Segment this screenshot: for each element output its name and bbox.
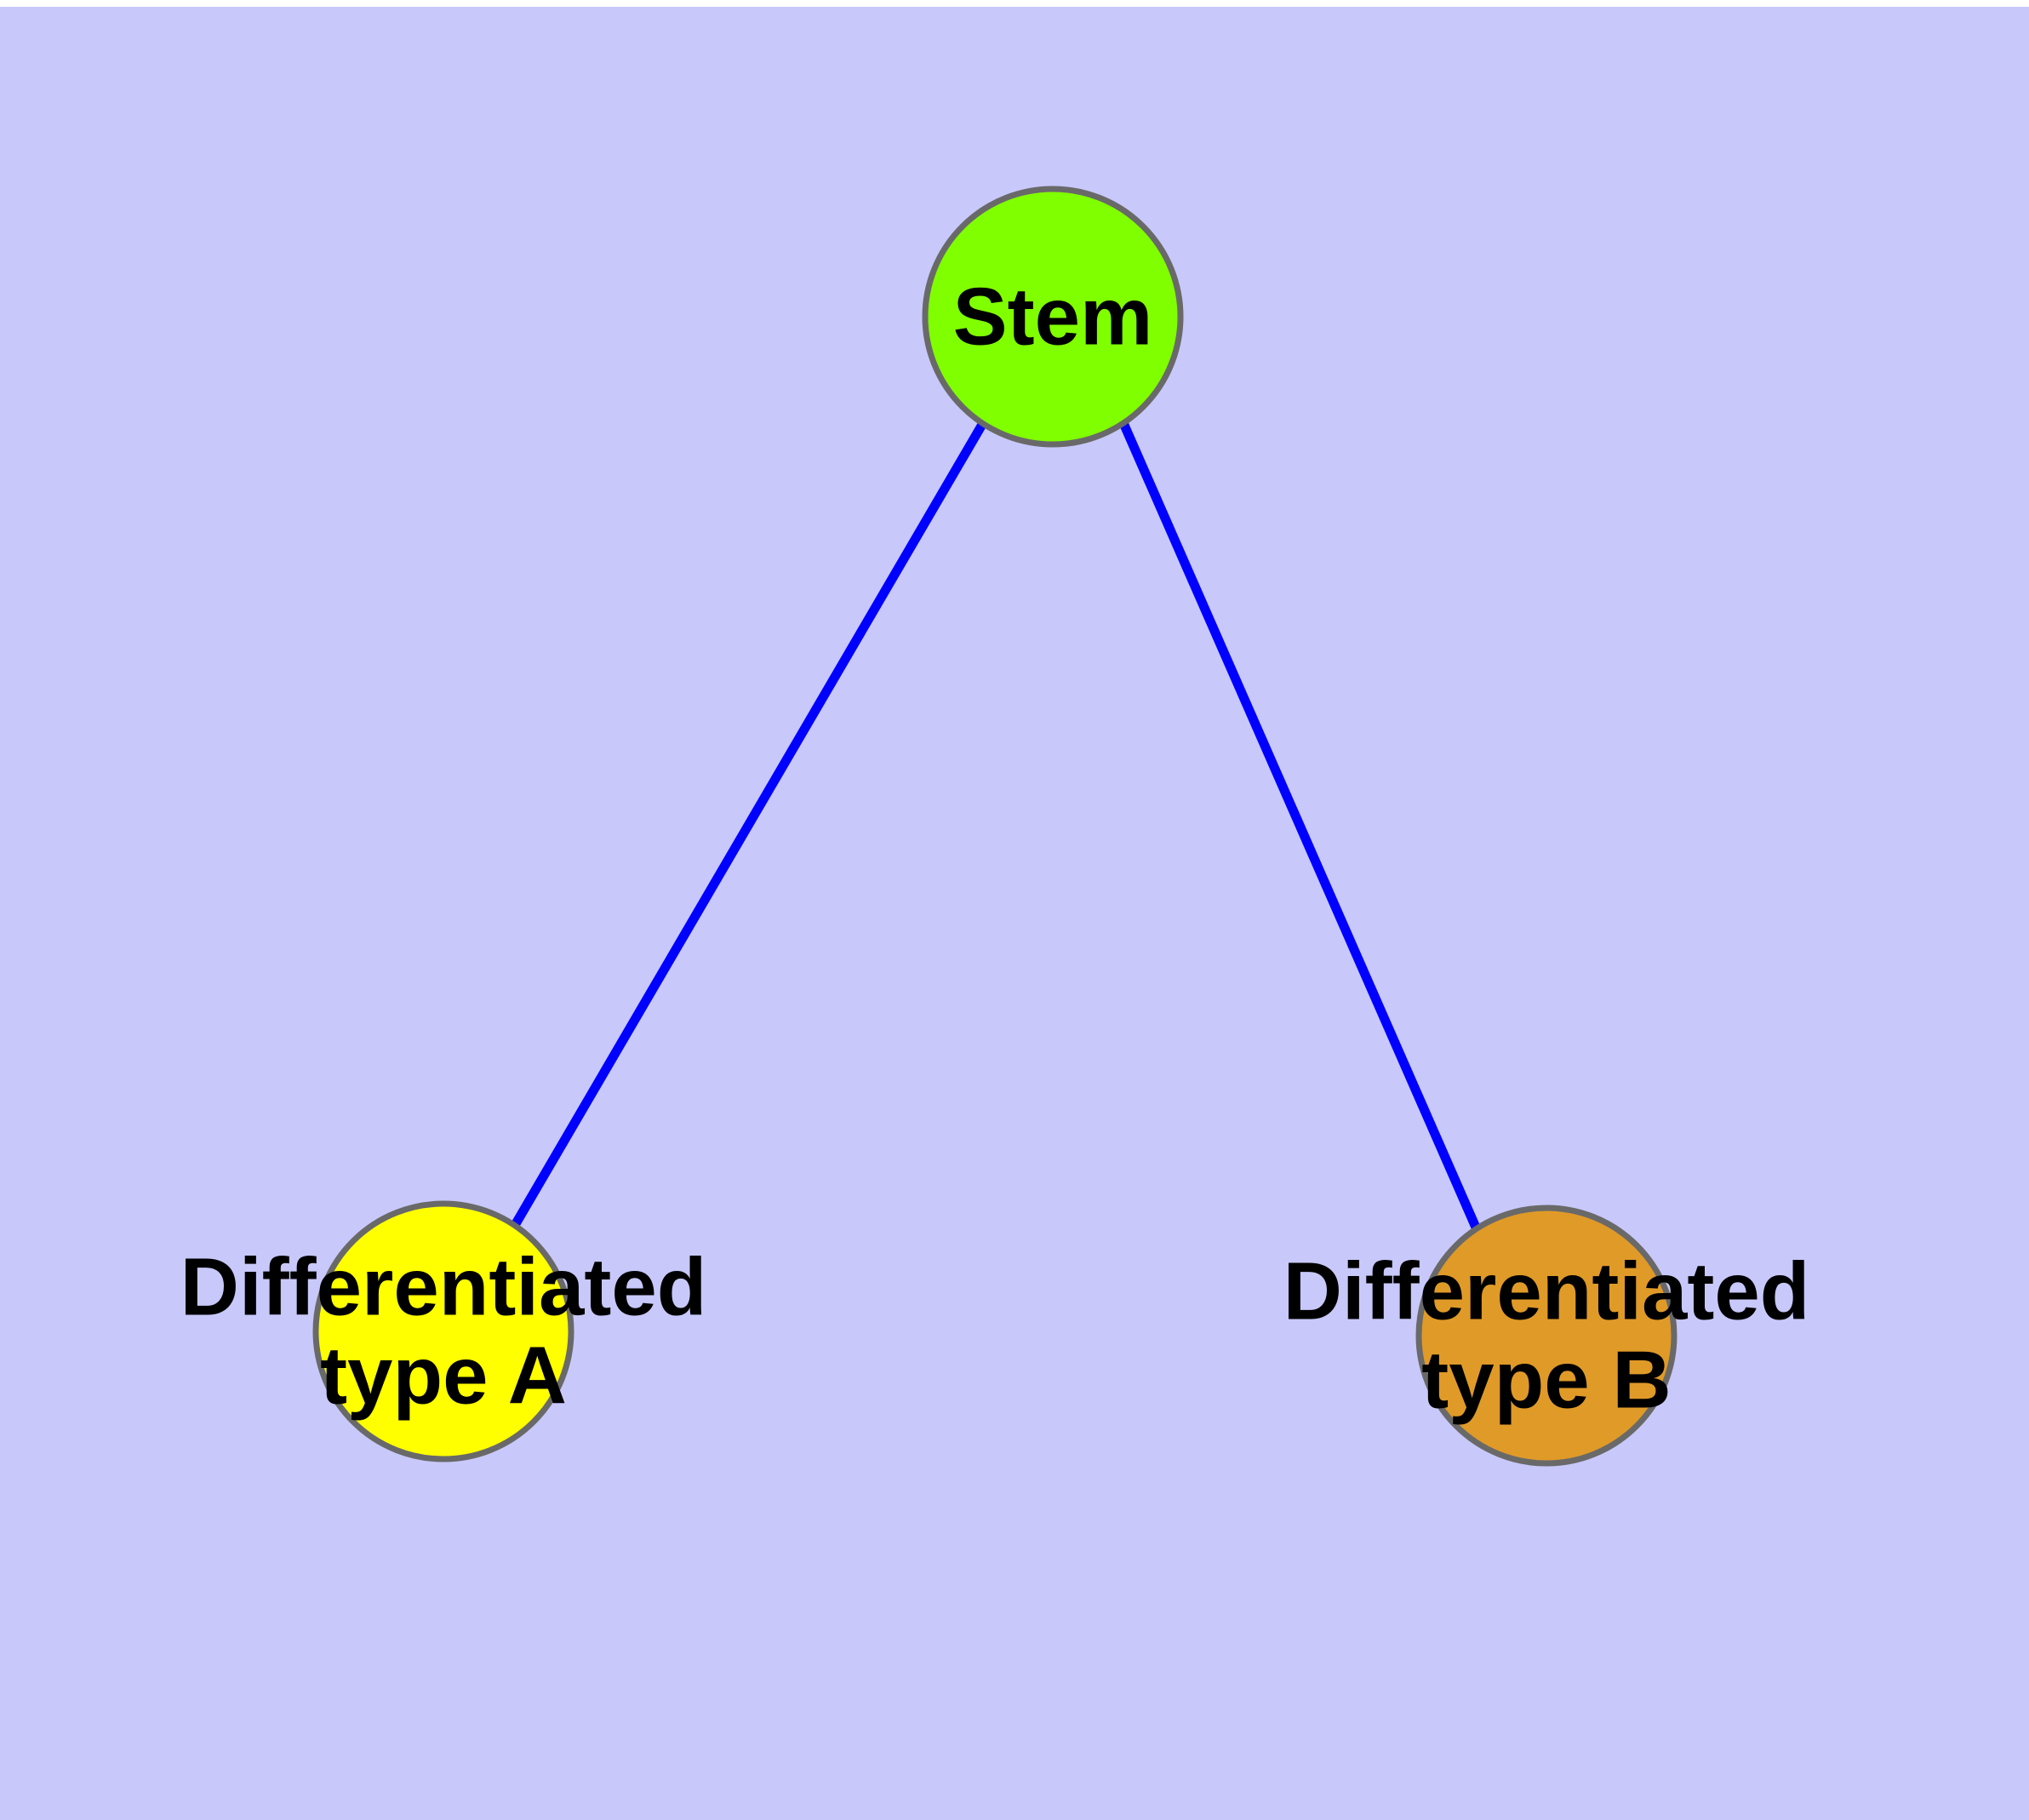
nodes-group: Stem Differentiated type A Differentiate… [180,186,1810,1467]
node-stem[interactable]: Stem [922,186,1184,448]
edge-stem-to-differentiated-type-a[interactable] [510,421,987,1229]
node-stem-label: Stem [953,272,1153,363]
node-differentiated-type-a[interactable]: Differentiated type A [180,1200,707,1462]
edges-group [510,421,1482,1232]
node-stem-circle[interactable] [922,186,1184,448]
node-differentiated-type-b-label-line2: type B [1421,1335,1671,1426]
edge-stem-to-differentiated-type-b[interactable] [1118,421,1482,1232]
node-differentiated-type-a-label-line2: type A [320,1331,567,1422]
node-differentiated-type-a-circle[interactable] [312,1200,574,1462]
node-differentiated-type-a-label-line1: Differentiated [180,1242,707,1333]
node-differentiated-type-b[interactable]: Differentiated type B [1283,1205,1810,1467]
node-differentiated-type-b-label-line1: Differentiated [1283,1246,1810,1337]
node-differentiated-type-b-circle[interactable] [1415,1205,1677,1467]
